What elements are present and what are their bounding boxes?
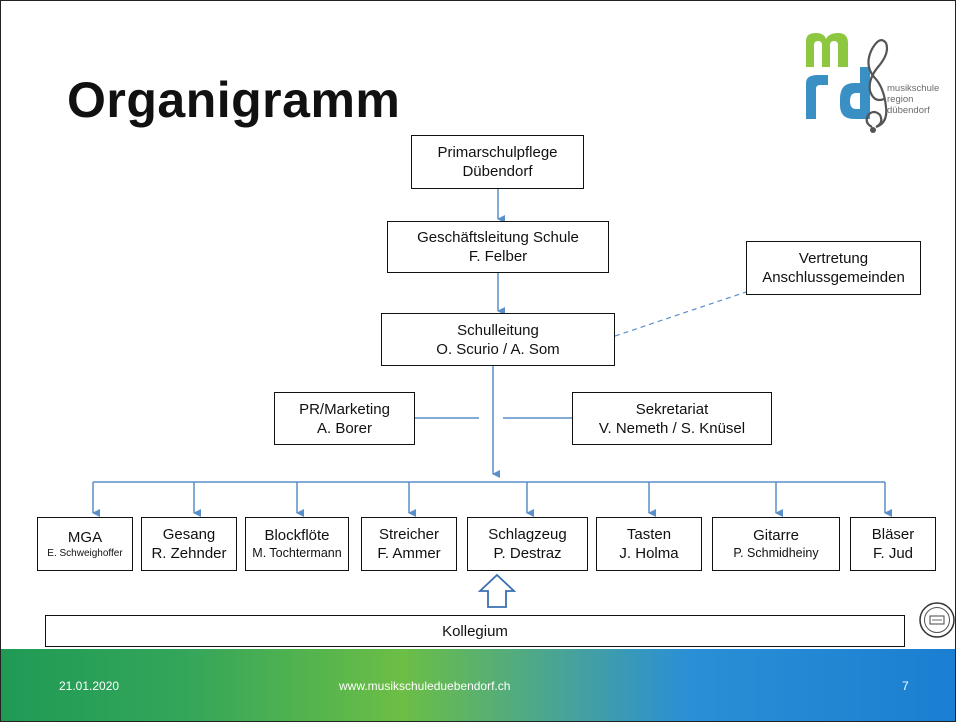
node-sekretariat-line1: Sekretariat <box>635 400 709 418</box>
node-dept-blockfloete-name: Blockflöte <box>264 527 330 544</box>
node-primarschulpflege-line2: Dübendorf <box>462 163 533 180</box>
node-schulleitung: Schulleitung O. Scurio / A. Som <box>381 313 615 366</box>
node-geschaeftsleitung: Geschäftsleitung Schule F. Felber <box>387 221 609 273</box>
logo-line-1: musikschule <box>887 83 940 94</box>
node-dept-blockfloete-person: M. Tochtermann <box>252 546 342 560</box>
node-dept-schlagzeug-person: P. Destraz <box>493 545 562 562</box>
node-marketing-line2: A. Borer <box>316 419 373 437</box>
node-dept-mga: MGA E. Schweighoffer <box>37 517 133 571</box>
node-dept-gesang-person: R. Zehnder <box>151 545 227 562</box>
node-dept-schlagzeug-name: Schlagzeug <box>488 526 567 543</box>
node-schulleitung-line2: O. Scurio / A. Som <box>436 340 560 358</box>
node-dept-gitarre-name: Gitarre <box>753 527 799 544</box>
node-dept-tasten-person: J. Holma <box>619 545 679 562</box>
footer-date: 21.01.2020 <box>59 679 120 693</box>
node-sekretariat-line2: V. Nemeth / S. Knüsel <box>598 419 746 437</box>
node-dept-gesang: Gesang R. Zehnder <box>141 517 237 571</box>
connector-lines <box>92 188 892 608</box>
logo-line-3: dübendorf <box>887 105 930 116</box>
node-dept-mga-person: E. Schweighoffer <box>47 548 123 559</box>
footer-bar: 21.01.2020 www.musikschuleduebendorf.ch … <box>1 649 955 721</box>
node-kollegium: Kollegium <box>45 615 905 647</box>
node-dept-streicher-person: F. Ammer <box>377 545 441 562</box>
node-marketing: PR/Marketing A. Borer <box>274 392 415 445</box>
node-dept-gitarre-person: P. Schmidheiny <box>733 546 819 560</box>
logo-line-2: region <box>887 94 914 105</box>
node-dept-mga-name: MGA <box>67 529 103 546</box>
node-dept-blockfloete: Blockflöte M. Tochtermann <box>245 517 349 571</box>
node-dept-gesang-name: Gesang <box>162 526 216 543</box>
node-dept-tasten-name: Tasten <box>626 526 672 543</box>
node-geschaeftsleitung-line2: F. Felber <box>468 248 528 265</box>
node-primarschulpflege: Primarschulpflege Dübendorf <box>411 135 584 189</box>
node-geschaeftsleitung-line1: Geschäftsleitung Schule <box>417 229 579 246</box>
node-vertretung-line2: Anschlussgemeinden <box>762 269 905 286</box>
node-dept-blaeser-name: Bläser <box>871 526 915 543</box>
school-logo <box>794 27 954 137</box>
node-dept-gitarre: Gitarre P. Schmidheiny <box>712 517 840 571</box>
node-dept-tasten: Tasten J. Holma <box>596 517 702 571</box>
node-dept-blaeser-person: F. Jud <box>872 545 914 562</box>
node-vertretung: Vertretung Anschlussgemeinden <box>746 241 921 295</box>
node-dept-streicher-name: Streicher <box>378 526 440 543</box>
seal-icon <box>919 602 955 638</box>
footer-url[interactable]: www.musikschuleduebendorf.ch <box>339 679 511 693</box>
node-vertretung-line1: Vertretung <box>798 250 869 267</box>
node-schulleitung-line1: Schulleitung <box>457 321 539 339</box>
logo-text: musikschule region dübendorf <box>887 83 939 116</box>
edge-vertretung-dashed <box>614 290 750 337</box>
node-kollegium-label: Kollegium <box>442 622 508 640</box>
node-sekretariat: Sekretariat V. Nemeth / S. Knüsel <box>572 392 772 445</box>
node-primarschulpflege-line1: Primarschulpflege <box>437 144 558 161</box>
node-marketing-line1: PR/Marketing <box>299 400 390 418</box>
footer-page-number: 7 <box>902 679 909 693</box>
node-dept-blaeser: Bläser F. Jud <box>850 517 936 571</box>
up-arrow-icon <box>477 573 517 608</box>
node-dept-streicher: Streicher F. Ammer <box>361 517 457 571</box>
page-title: Organigramm <box>67 72 401 128</box>
node-dept-schlagzeug: Schlagzeug P. Destraz <box>467 517 588 571</box>
